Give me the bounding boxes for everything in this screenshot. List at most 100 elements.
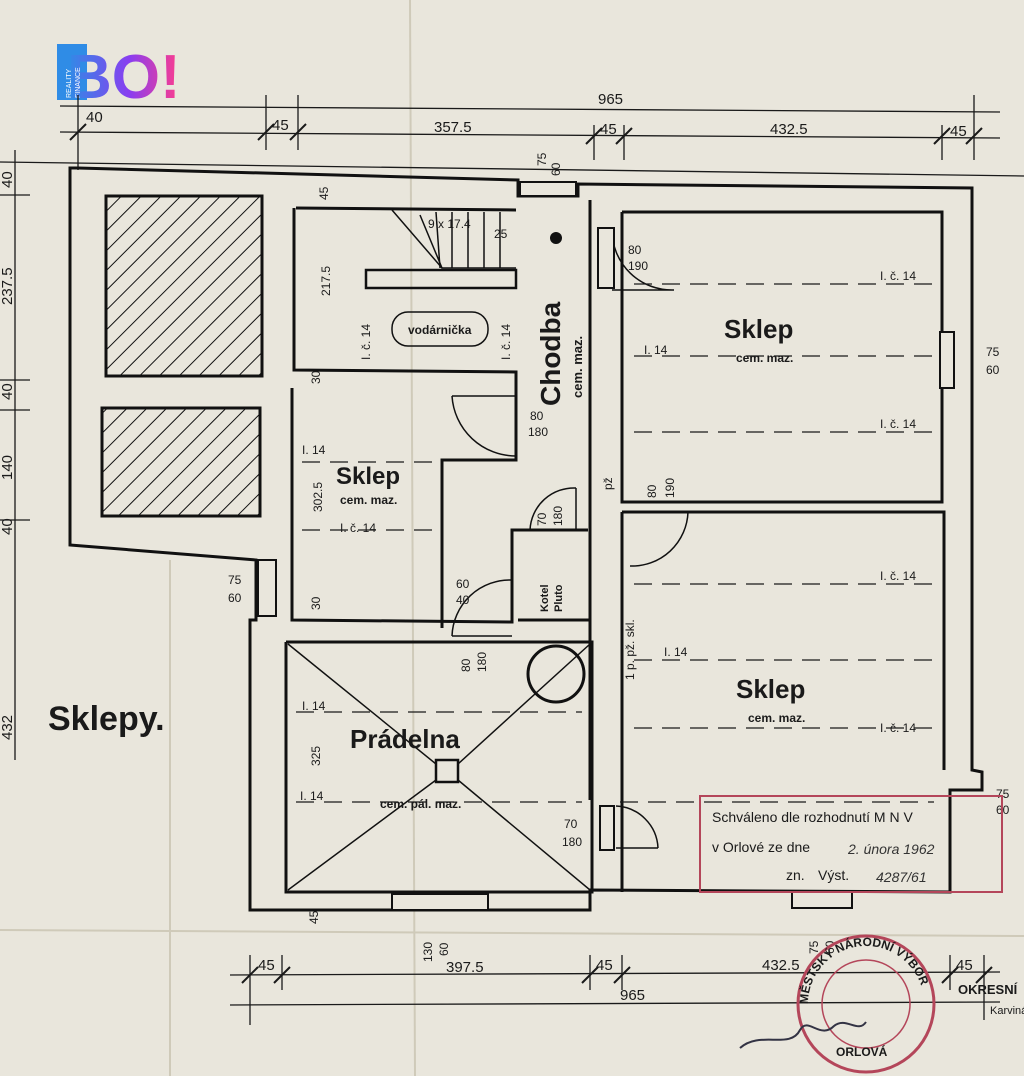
door-80-chodba: 80: [530, 409, 544, 423]
beam-1: I. č. 14: [880, 269, 916, 283]
logo-line1: REALITY: [66, 68, 73, 98]
dim-left-40b: 40: [0, 383, 16, 400]
room-chodba-floor: cem. maz.: [570, 336, 585, 398]
dim-bottom-right: 432.5: [762, 957, 800, 974]
win-right-75: 75: [986, 345, 1000, 359]
door-180-prad: 180: [475, 652, 489, 672]
height-325: 325: [309, 746, 323, 766]
beam-10: I. 14: [300, 789, 324, 803]
dim-top-left: 40: [86, 109, 103, 126]
room-pradelna-floor: cem. pál. maz.: [380, 797, 461, 811]
beam-11: I. č. 14: [359, 324, 373, 360]
door-180-chodba: 180: [528, 425, 548, 439]
door-190-mid: 190: [663, 478, 677, 498]
beam-6: I. 14: [644, 343, 668, 357]
stamp-line2-prefix: v Orlové ze dne: [712, 839, 810, 855]
door-60: 60: [456, 577, 470, 591]
pradelna-diagonals: [287, 643, 591, 891]
win-right-60: 60: [986, 363, 1000, 377]
label-pz: pž: [601, 477, 615, 490]
seal-side-text-1: OKRESNÍ: [958, 982, 1018, 997]
walls: [68, 166, 984, 912]
room-sklep-center: Sklep: [336, 463, 400, 490]
room-pradelna: Prádelna: [350, 724, 460, 754]
hatched-block-lower: [100, 406, 262, 518]
dim-left-40: 40: [0, 171, 16, 188]
room-sklep-bottom-right: Sklep: [736, 674, 805, 704]
dim-bottom-45b: 45: [596, 957, 613, 974]
axis-lines: [296, 283, 934, 803]
dim-top-total: 965: [598, 91, 623, 108]
label-vodarnicka: vodárnička: [408, 323, 472, 337]
open-75: 75: [535, 152, 549, 166]
vent-45b: 45: [307, 910, 321, 924]
win-130: 130: [421, 942, 435, 962]
round-seal: MĚSTSKÝ NÁRODNÍ VÝBOR ORLOVÁ OKRESNÍ Kar…: [796, 934, 1024, 1074]
logo-line2: FINANCE: [75, 67, 82, 98]
room-kotel-line1: Kotel: [539, 585, 551, 613]
beam-2: I. č. 14: [880, 417, 916, 431]
dim-top-mid: 357.5: [434, 119, 472, 136]
win-left-60: 60: [228, 591, 242, 605]
door-80-mid: 80: [645, 484, 659, 498]
dimension-ticks: [69, 123, 993, 984]
height-302: 302.5: [311, 482, 325, 512]
vent-30a: 30: [309, 370, 323, 384]
stamp-line3-number: 4287/61: [876, 869, 927, 885]
dim-bottom-45a: 45: [258, 957, 275, 974]
seal-side-text-2: Karviná: [990, 1005, 1024, 1017]
door-40: 40: [456, 593, 470, 607]
stamp-line3-mid: Výst.: [818, 867, 849, 883]
logo-letters: BO!: [67, 43, 181, 102]
outer-wall: [68, 166, 984, 912]
stairs-25: 25: [494, 227, 508, 241]
beam-12: I. č. 14: [499, 324, 513, 360]
win-br-75: 75: [996, 787, 1010, 801]
win-60-bottom: 60: [437, 942, 451, 956]
brand-logo: BO! REALITY FINANCE: [57, 43, 181, 102]
door-180-prad2: 180: [562, 835, 582, 849]
staircase: [364, 209, 518, 347]
stamp-line2-date: 2. února 1962: [847, 841, 935, 857]
room-kotel-line2: Pluto: [553, 584, 565, 612]
dim-bottom-45c: 45: [956, 957, 973, 974]
door-190-top: 190: [628, 259, 648, 273]
vent-45a: 45: [317, 186, 331, 200]
title-sklepy: Sklepy.: [48, 700, 165, 738]
stamp-line1: Schváleno dle rozhodnutí M N V: [712, 809, 913, 825]
room-sklep-bottom-right-floor: cem. maz.: [748, 711, 805, 725]
stairs-spec: 9 x 17.4: [428, 217, 471, 231]
door-180-kotel: 180: [551, 506, 565, 526]
dim-top-45a: 45: [272, 117, 289, 134]
win-75-bottom: 75: [807, 940, 821, 954]
dim-top-right: 432.5: [770, 121, 808, 138]
dim-bottom-total: 965: [620, 987, 645, 1004]
hatched-block-upper: [104, 194, 264, 378]
dim-top-45b: 45: [600, 121, 617, 138]
dimension-lines: [0, 95, 1024, 1025]
room-sklep-top-right: Sklep: [724, 314, 793, 344]
vent-30b: 30: [309, 596, 323, 610]
open-60: 60: [549, 162, 563, 176]
seal-bottom-text: ORLOVÁ: [836, 1044, 888, 1059]
room-chodba: Chodba: [535, 301, 566, 406]
door-70-kotel: 70: [535, 512, 549, 526]
beam-8: I. 14: [664, 645, 688, 659]
beam-5: I. č. 14: [340, 521, 376, 535]
stamp-line3-prefix: zn.: [786, 867, 805, 883]
approval-stamp: Schváleno dle rozhodnutí M N V v Orlové …: [699, 795, 1003, 893]
dim-left-140: 140: [0, 455, 16, 480]
signature: [739, 1021, 867, 1049]
door-70-prad: 70: [564, 817, 578, 831]
dim-left-432: 432: [0, 715, 16, 740]
boiler-circle: [526, 644, 586, 704]
dim-left-40c: 40: [0, 518, 16, 535]
windows: [257, 181, 955, 911]
label-pz-skl: 1 p. pž. skl.: [623, 619, 637, 680]
dim-left-237: 237.5: [0, 267, 16, 305]
dim-top-45c: 45: [950, 123, 967, 140]
room-sklep-top-right-floor: cem. maz.: [736, 351, 793, 365]
dim-bottom-left: 397.5: [446, 959, 484, 976]
beam-9: I. 14: [302, 699, 326, 713]
